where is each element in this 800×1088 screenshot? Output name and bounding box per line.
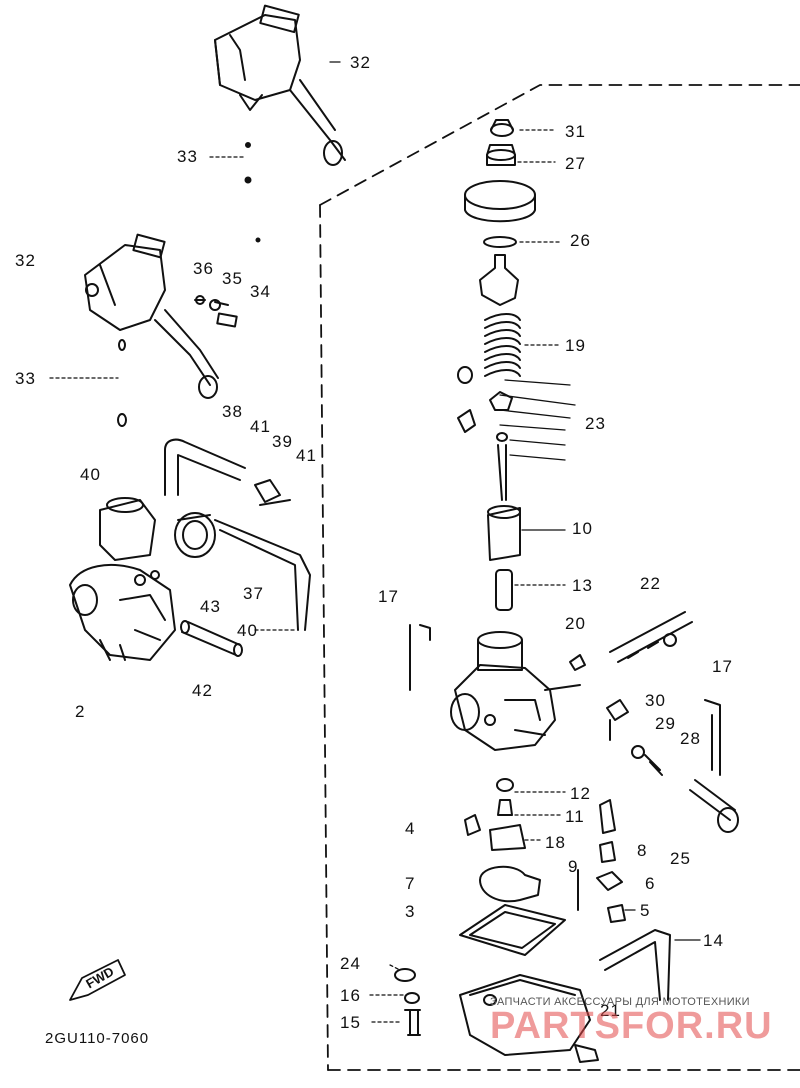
callout-26: 26 (570, 231, 591, 250)
callout-38: 38 (222, 402, 243, 421)
callout-13: 13 (572, 576, 593, 595)
callout-41-a: 41 (250, 417, 271, 436)
callout-40-a: 40 (80, 465, 101, 484)
part-32-lower (84, 233, 238, 427)
callout-43: 43 (200, 597, 221, 616)
fwd-arrow (69, 959, 126, 1001)
callout-9: 9 (568, 857, 579, 876)
callout-33-lower: 33 (15, 369, 36, 388)
part-code: 2GU110-7060 (45, 1030, 150, 1047)
callout-11: 11 (565, 807, 585, 826)
assembly-boundary-left (319, 204, 329, 1071)
lower-assembly (394, 778, 671, 1063)
callout-39: 39 (272, 432, 293, 451)
callout-19: 19 (565, 336, 586, 355)
left-carburetor (69, 438, 311, 661)
callout-41-b: 41 (296, 446, 317, 465)
callout-30: 30 (645, 691, 666, 710)
callout-7: 7 (405, 874, 416, 893)
callout-32-top: 32 (350, 53, 371, 72)
callout-6: 6 (645, 874, 656, 893)
callout-2: 2 (75, 702, 86, 721)
callout-17-b: 17 (712, 657, 733, 676)
callout-10: 10 (572, 519, 593, 538)
callout-34: 34 (250, 282, 271, 301)
callout-31: 31 (565, 122, 586, 141)
right-stack (457, 119, 576, 611)
callout-23: 23 (585, 414, 606, 433)
callout-8: 8 (637, 841, 648, 860)
watermark-text: ЗАПЧАСТИ АКСЕССУАРЫ ДЛЯ МОТОТЕХНИКИ (490, 996, 750, 1008)
right-carburetor (409, 611, 739, 833)
watermark-logo: PARTSFOR.RU (490, 1005, 773, 1047)
callout-15: 15 (340, 1013, 361, 1032)
callout-24: 24 (340, 954, 361, 973)
callout-27: 27 (565, 154, 586, 173)
callout-20: 20 (565, 614, 586, 633)
callout-leaders (49, 61, 701, 1023)
callout-42: 42 (192, 681, 213, 700)
callout-29: 29 (655, 714, 676, 733)
callout-5: 5 (640, 901, 651, 920)
callout-4: 4 (405, 819, 416, 838)
callout-37: 37 (243, 584, 264, 603)
callout-17-a: 17 (378, 587, 399, 606)
assembly-boundary (319, 84, 800, 206)
callout-32-lower: 32 (15, 251, 36, 270)
callout-12: 12 (570, 784, 591, 803)
part-32-top (214, 4, 346, 166)
callout-18: 18 (545, 833, 566, 852)
callout-33-top: 33 (177, 147, 198, 166)
callout-28: 28 (680, 729, 701, 748)
callout-16: 16 (340, 986, 361, 1005)
callout-3: 3 (405, 902, 416, 921)
callout-25: 25 (670, 849, 691, 868)
callout-22: 22 (640, 574, 661, 593)
callout-14: 14 (703, 931, 724, 950)
callout-35: 35 (222, 269, 243, 288)
callout-21: 21 (600, 1001, 621, 1020)
callout-36: 36 (193, 259, 214, 278)
callout-40-b: 40 (237, 621, 258, 640)
